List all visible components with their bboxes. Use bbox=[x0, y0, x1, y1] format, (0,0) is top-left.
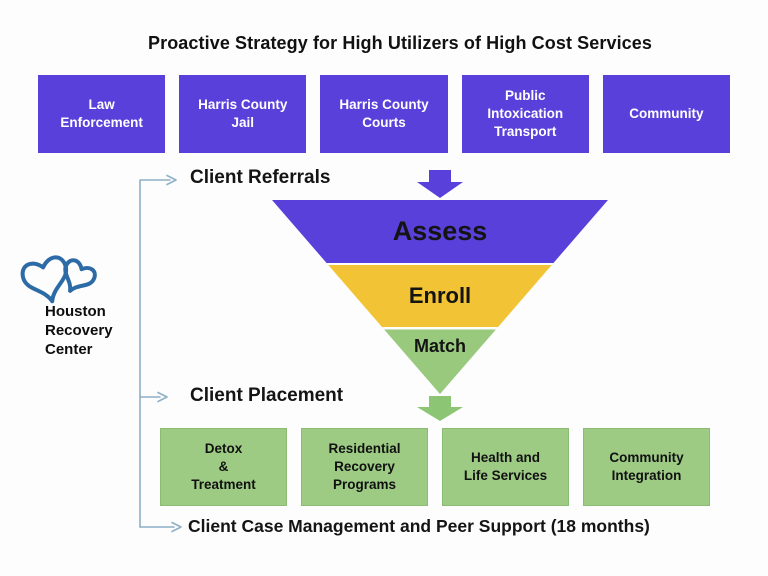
source-box-law-enforcement: Law Enforcement bbox=[38, 75, 166, 153]
client-placement-label: Client Placement bbox=[190, 385, 344, 406]
service-box-detox-treatment: Detox & Treatment bbox=[160, 428, 287, 506]
funnel-separator-2 bbox=[272, 327, 608, 330]
service-box-community-integration: Community Integration bbox=[583, 428, 710, 506]
logo-org-name: Houston Recovery Center bbox=[45, 303, 113, 358]
down-arrow-purple-icon bbox=[417, 170, 463, 198]
source-box-community: Community bbox=[602, 75, 731, 153]
page-title: Proactive Strategy for High Utilizers of… bbox=[147, 33, 653, 53]
down-arrow-green-icon bbox=[417, 396, 463, 421]
funnel-label-assess: Assess bbox=[392, 216, 488, 246]
funnel-label-enroll: Enroll bbox=[408, 283, 472, 308]
placement-services-row: Detox & Treatment Residential Recovery P… bbox=[160, 428, 710, 506]
funnel-label-match: Match bbox=[413, 336, 466, 356]
service-box-residential-recovery: Residential Recovery Programs bbox=[301, 428, 428, 506]
service-box-health-life-services: Health and Life Services bbox=[442, 428, 569, 506]
heart-left bbox=[20, 255, 73, 307]
source-box-public-intoxication-transport: Public Intoxication Transport bbox=[461, 75, 589, 153]
funnel-separator-1 bbox=[272, 263, 608, 265]
arrowhead-case-management bbox=[171, 521, 182, 533]
client-referrals-label: Client Referrals bbox=[190, 167, 331, 188]
case-management-label: Client Case Management and Peer Support … bbox=[188, 516, 650, 536]
heart-right bbox=[57, 258, 98, 298]
source-box-harris-county-courts: Harris County Courts bbox=[320, 75, 448, 153]
referral-sources-row: Law Enforcement Harris County Jail Harri… bbox=[38, 75, 731, 153]
arrowhead-referrals bbox=[166, 174, 177, 186]
two-hearts-icon bbox=[18, 246, 102, 310]
arrowhead-placement bbox=[157, 391, 168, 403]
source-box-harris-county-jail: Harris County Jail bbox=[179, 75, 307, 153]
